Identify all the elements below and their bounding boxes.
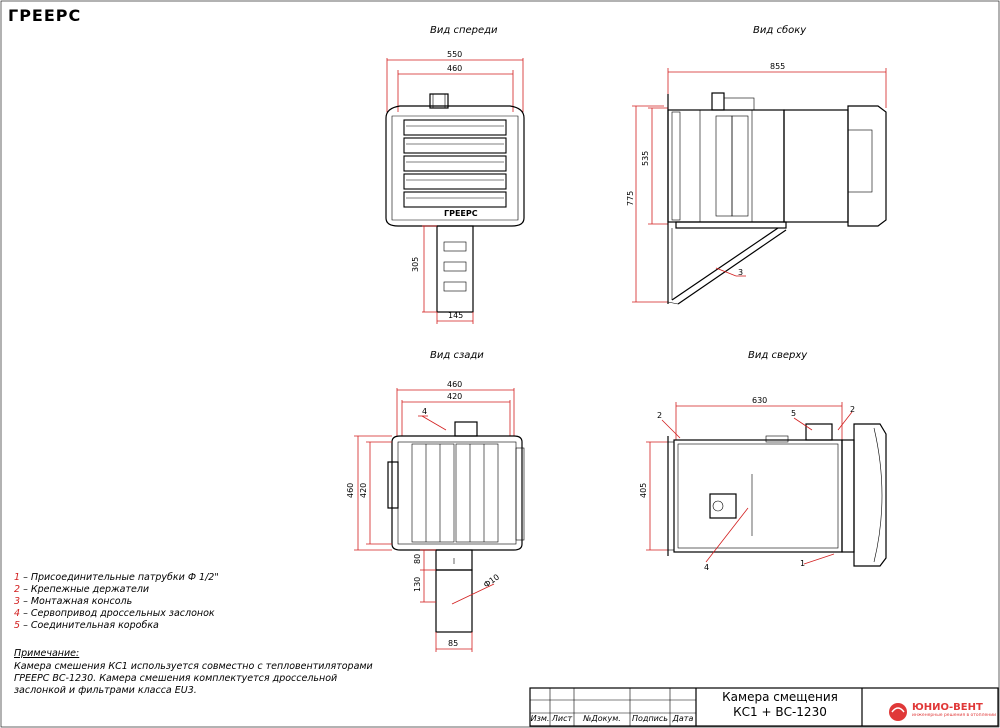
- dim-top-630: 630: [752, 396, 767, 405]
- callout-2a: 2: [657, 411, 662, 420]
- view-title-side: Вид сбоку: [753, 24, 807, 36]
- company-name: ЮНИО-ВЕНТ: [912, 702, 983, 713]
- dim-side-775: 775: [626, 191, 635, 206]
- dim-side-855: 855: [770, 62, 785, 71]
- legend-item-1: 1 – Присоединительные патрубки Ф 1/2": [14, 572, 219, 583]
- legend-item-5: 5 – Соединительная коробка: [14, 620, 159, 631]
- note-title: Примечание:: [14, 648, 80, 659]
- legend: 1 – Присоединительные патрубки Ф 1/2" 2 …: [14, 572, 374, 632]
- callout-1: 1: [800, 559, 805, 568]
- tb-col-date: Дата: [672, 714, 694, 723]
- dim-back-420: 420: [447, 392, 462, 401]
- callout-3: 3: [738, 268, 743, 277]
- view-title-back: Вид сзади: [430, 350, 484, 361]
- dim-front-145: 145: [448, 311, 463, 320]
- note-text: Камера смешения КС1 используется совмест…: [14, 661, 373, 696]
- top-view: 630 405 2 2 5 4 1: [639, 396, 887, 572]
- callout-4b: 4: [704, 563, 709, 572]
- drawing-title-line2: КС1 + ВС-1230: [733, 705, 827, 719]
- tb-col-izm: Изм.: [530, 714, 550, 723]
- tb-col-doc: №Докум.: [583, 714, 621, 723]
- unit-label: ГРЕЕРС: [444, 209, 478, 218]
- drawing-title: Камера смещения КС1 + ВС-1230: [700, 690, 860, 720]
- dim-back-130: 130: [413, 577, 422, 592]
- dim-side-535: 535: [641, 151, 650, 166]
- dim-top-405: 405: [639, 483, 648, 498]
- tb-col-list: Лист: [551, 714, 573, 723]
- dim-back-460: 460: [447, 380, 462, 389]
- dim-back-h420: 420: [359, 483, 368, 498]
- dim-front-305: 305: [411, 257, 420, 272]
- legend-item-3: 3 – Монтажная консоль: [14, 596, 133, 607]
- front-view: 550 460 ГРЕЕРС: [385, 50, 525, 324]
- callout-4a: 4: [422, 407, 427, 416]
- brand-logo: ГРЕЕРС: [8, 6, 82, 25]
- title-block: [529, 687, 999, 727]
- dim-back-85: 85: [448, 639, 458, 648]
- dim-front-460: 460: [447, 64, 462, 73]
- dim-back-h460: 460: [346, 483, 355, 498]
- legend-item-4: 4 – Сервопривод дроссельных заслонок: [14, 608, 215, 619]
- tb-col-sign: Подпись: [632, 714, 668, 723]
- side-view: 855 535 775 3: [626, 62, 887, 305]
- company-tagline: инженерные решения в отоплении: [912, 713, 997, 718]
- dim-back-phi10: Ф10: [482, 572, 501, 589]
- drawing-title-line1: Камера смещения: [722, 690, 838, 704]
- back-view: 460 420 4 460 420: [346, 380, 525, 652]
- callout-2b: 2: [850, 405, 855, 414]
- dim-back-80: 80: [413, 554, 422, 564]
- unio-vent-logo-icon: [889, 703, 907, 721]
- dim-front-550: 550: [447, 50, 462, 59]
- view-title-front: Вид спереди: [430, 25, 498, 36]
- view-title-top: Вид сверху: [748, 350, 808, 361]
- legend-item-2: 2 – Крепежные держатели: [14, 584, 150, 595]
- callout-5: 5: [791, 409, 796, 418]
